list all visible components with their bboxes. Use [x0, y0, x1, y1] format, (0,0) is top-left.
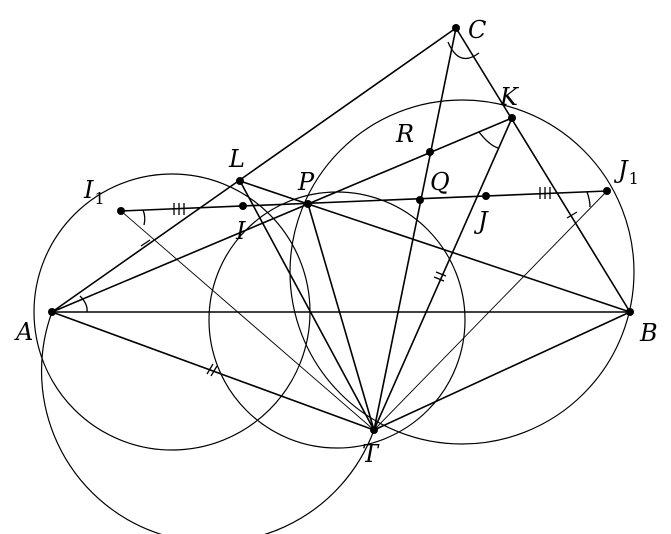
label-T: T: [362, 440, 380, 468]
label-C: C: [468, 16, 486, 44]
label-K: K: [499, 83, 520, 111]
segment-A-T: [51, 311, 375, 431]
point-R: [426, 148, 434, 156]
label-L: L: [228, 145, 245, 173]
angle-marks: [79, 41, 591, 313]
angle-mark-I1: [142, 209, 146, 226]
label-J1-sub: 1: [629, 169, 639, 188]
point-A: [48, 308, 56, 316]
circles: [33, 99, 635, 534]
label-A: A: [14, 318, 33, 346]
segment-P-B: [307, 203, 631, 313]
segment-B-T: [373, 311, 631, 431]
tick-marks: [140, 187, 578, 377]
segment-I1-J1: [120, 190, 608, 212]
tick-K-T: [435, 271, 447, 277]
point-K: [508, 114, 516, 122]
point-Q: [416, 196, 424, 204]
lower-arc-A-T: [40, 311, 375, 534]
segment-C-T: [373, 27, 457, 431]
point-T: [370, 426, 378, 434]
segment-L-P: [239, 180, 309, 205]
tick-A-T: [206, 363, 214, 375]
points: [48, 24, 634, 434]
label-B: B: [639, 319, 658, 347]
label-J: J: [473, 207, 489, 235]
segment-J1-T: [373, 190, 608, 431]
segment-K-T: [373, 117, 513, 431]
tick-A-T-2: [210, 365, 218, 377]
point-J1: [603, 187, 611, 195]
tick-K-T-2: [433, 276, 445, 282]
point-L: [236, 177, 244, 185]
angle-mark-A: [79, 295, 88, 313]
tick-I1-T: [140, 239, 151, 247]
segment-L-T: [239, 180, 375, 431]
point-I1: [117, 207, 125, 215]
segment-I1-T: [120, 210, 375, 431]
segment-P-K: [307, 117, 513, 205]
label-I1-main: I: [83, 176, 94, 204]
labels: A B C T P L K I J I1 J1 Q R: [14, 16, 658, 468]
point-P: [304, 200, 312, 208]
label-I: I: [235, 217, 246, 245]
label-J1-main: J: [613, 156, 629, 184]
angle-mark-J1: [586, 191, 591, 208]
label-P: P: [297, 168, 315, 196]
circle-through-P-K-B-T: [289, 99, 635, 445]
label-I1-sub: 1: [94, 189, 104, 208]
angle-mark-C: [447, 41, 480, 60]
segment-A-P: [51, 203, 309, 313]
segments: [51, 27, 631, 431]
segment-P-T: [307, 203, 375, 431]
point-B: [626, 308, 634, 316]
angle-mark-K: [478, 131, 499, 149]
point-J: [482, 192, 490, 200]
point-I: [239, 202, 247, 210]
tick-J1-T: [566, 211, 578, 219]
segment-A-C: [51, 27, 457, 313]
label-R: R: [395, 120, 414, 148]
label-Q: Q: [430, 168, 450, 196]
segment-C-B: [455, 27, 631, 313]
label-I1: I1: [83, 176, 105, 208]
point-C: [452, 24, 460, 32]
label-J1: J1: [613, 156, 639, 188]
